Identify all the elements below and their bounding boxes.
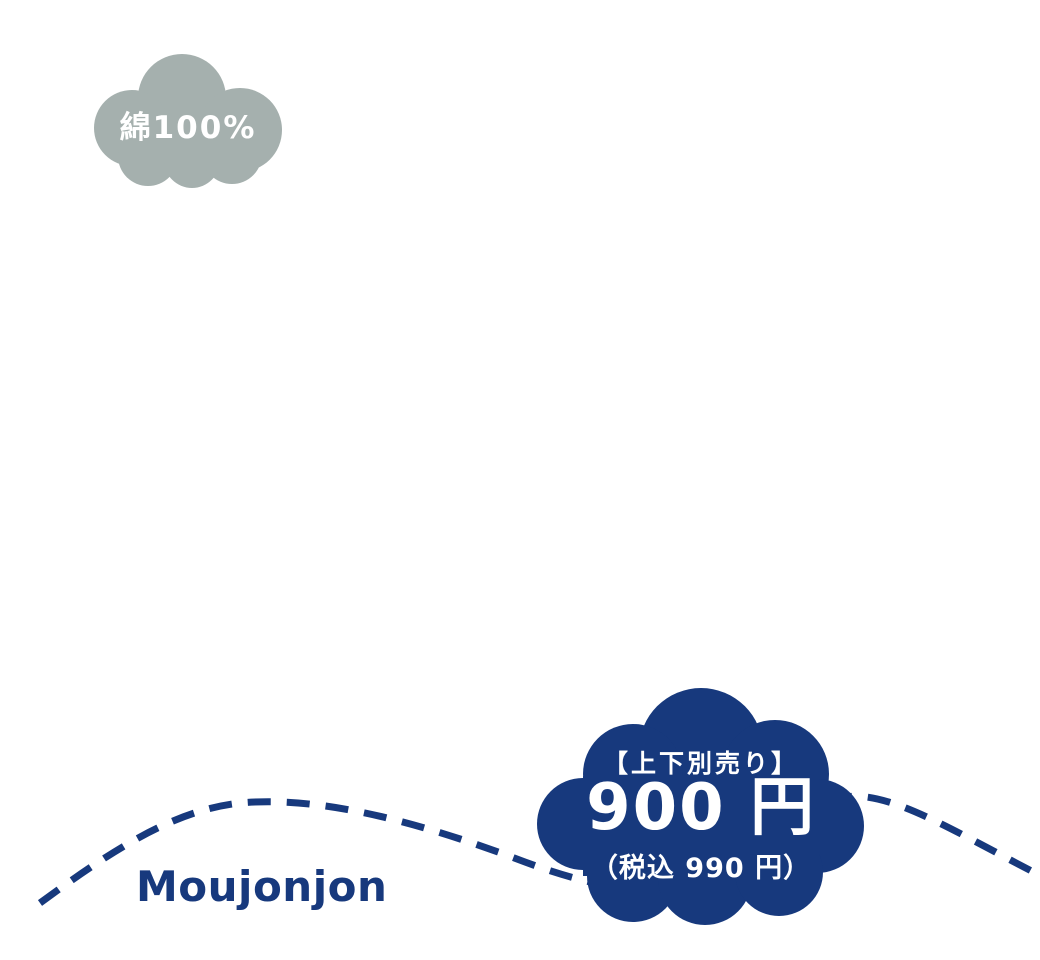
price-cloud-shape [537, 688, 864, 925]
price-amount: 900 円 [586, 771, 816, 845]
price-tax-included-note: （税込 990 円） [590, 853, 812, 884]
cotton-cloud-shape [94, 54, 282, 188]
cotton-percentage-label: 綿100% [119, 109, 257, 146]
brand-logo: Moujonjon [136, 862, 388, 911]
price-condition-note: 【上下別売り】 [602, 749, 799, 778]
